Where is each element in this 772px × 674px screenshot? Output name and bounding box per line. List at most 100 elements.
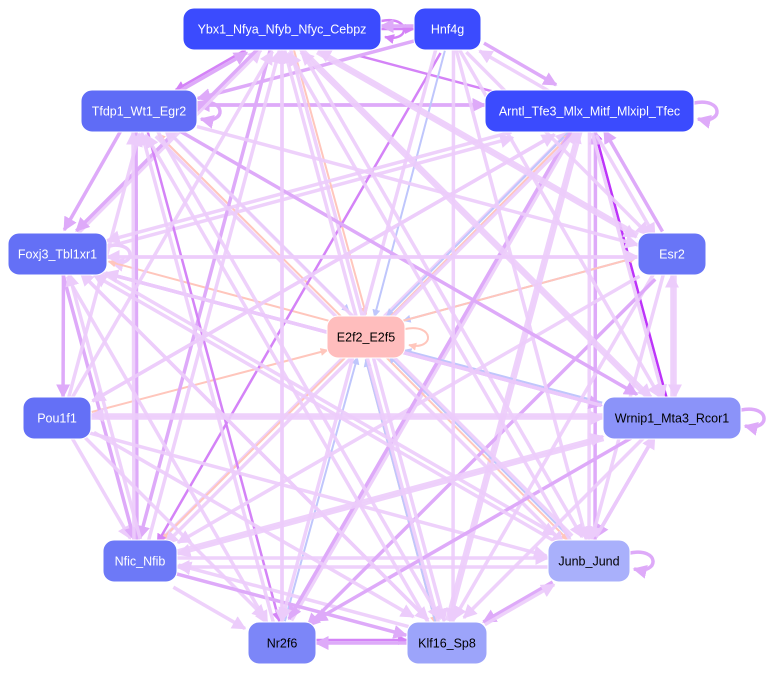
edge-ybx1-to-esr2 (316, 51, 638, 239)
edge-esr2-to-nr2f6 (306, 278, 657, 628)
node-label: Ybx1_Nfya_Nfyb_Nfyc_Cebpz (198, 23, 367, 37)
node-box (637, 232, 707, 276)
edge-klf16-to-junb (483, 583, 556, 627)
edge-klf16-to-tfdp1 (144, 133, 432, 626)
edge-arntl-to-esr2 (594, 134, 657, 238)
edge-hnf4g-to-tfdp1 (196, 39, 416, 103)
edge-junb-to-foxj3 (92, 273, 554, 542)
edge-nfic-to-tfdp1 (126, 130, 141, 541)
node-label: Pou1f1 (37, 412, 77, 426)
edge-arntl-to-wrnip1 (590, 132, 667, 400)
node-klf16[interactable]: Klf16_Sp8 (406, 621, 488, 665)
node-label: Nr2f6 (267, 637, 298, 651)
edge-pou1f1-to-nr2f6 (81, 433, 267, 619)
edge-nr2f6-to-arntl (290, 129, 577, 622)
edge-arntl-to-pou1f1 (91, 133, 556, 403)
node-box (247, 621, 317, 665)
edge-wrnip1-to-ybx1 (299, 50, 651, 401)
edge-tfdp1-to-wrnip1 (176, 127, 639, 396)
node-box (602, 396, 742, 440)
edge-wrnip1-to-arntl (592, 131, 668, 398)
edge-ybx1-to-wrnip1 (301, 48, 653, 399)
edge-esr2-to-ybx1 (317, 48, 639, 236)
node-arntl[interactable]: Arntl_Tfe3_Mlx_Mitf_Mlxipl_Tfec (484, 89, 695, 133)
node-box (102, 539, 178, 583)
edge-hnf4g-to-arntl (483, 41, 558, 87)
edge-tfdp1-to-klf16 (154, 128, 442, 621)
edge-foxj3-to-junb (95, 268, 557, 537)
node-ybx1[interactable]: Ybx1_Nfya_Nfyb_Nfyc_Cebpz (182, 7, 382, 51)
node-box (413, 7, 482, 51)
node-box (182, 7, 382, 51)
edges-layer (56, 18, 766, 650)
edge-tfdp1-to-foxj3 (62, 128, 124, 232)
node-label: Tfdp1_Wt1_Egr2 (92, 105, 187, 119)
edge-junb-to-ybx1 (287, 51, 574, 544)
node-wrnip1[interactable]: Wrnip1_Mta3_Rcor1 (602, 396, 742, 440)
nodes-layer: Ybx1_Nfya_Nfyb_Nfyc_Cebpz Hnf4gTfdp1_Wt1_… (7, 7, 742, 665)
node-label: Klf16_Sp8 (418, 637, 476, 651)
self-loop-arntl (693, 100, 719, 129)
node-box (547, 539, 631, 583)
edge-hnf4g-to-esr2 (465, 50, 651, 237)
edge-nfic-to-klf16 (175, 572, 408, 639)
self-loop-junb (629, 550, 655, 579)
node-box (406, 621, 488, 665)
node-label: Nfic_Nfib (115, 555, 166, 569)
edge-arntl-to-klf16 (446, 130, 583, 623)
node-box (484, 89, 695, 133)
edge-hnf4g-to-junb (454, 48, 590, 541)
edge-e2f2-to-junb (386, 357, 569, 541)
edge-hnf4g-to-nfic (156, 52, 442, 544)
node-box (80, 89, 198, 133)
edge-e2f2-to-nfic (160, 357, 346, 541)
edge-pou1f1-to-klf16 (93, 430, 415, 619)
edge-tfdp1-to-nr2f6 (146, 130, 282, 623)
edge-ybx1-to-nfic (136, 48, 273, 540)
node-label: Wrnip1_Mta3_Rcor1 (615, 412, 729, 426)
edge-junb-to-e2f2 (388, 355, 571, 539)
node-label: Esr2 (659, 248, 685, 262)
self-loop-e2f2 (404, 327, 429, 351)
edge-arntl-to-nr2f6 (287, 128, 574, 621)
node-esr2[interactable]: Esr2 (637, 232, 707, 276)
edge-nfic-to-foxj3 (65, 272, 142, 539)
node-label: E2f2_E2f5 (337, 331, 395, 345)
node-tfdp1[interactable]: Tfdp1_Wt1_Egr2 (80, 89, 198, 133)
edge-esr2-to-arntl (602, 129, 664, 233)
edge-klf16-to-nfic (177, 561, 409, 629)
edge-tfdp1-to-ybx1 (176, 51, 249, 95)
edge-wrnip1-to-klf16 (462, 433, 648, 619)
edge-foxj3-to-arntl (108, 134, 515, 249)
node-label: Arntl_Tfe3_Mlx_Mitf_Mlxipl_Tfec (499, 105, 680, 119)
edge-pou1f1-to-ybx1 (70, 50, 274, 400)
node-nfic[interactable]: Nfic_Nfib (102, 539, 178, 583)
node-box (326, 315, 406, 359)
node-nr2f6[interactable]: Nr2f6 (247, 621, 317, 665)
edge-tfdp1-to-nfic (129, 132, 144, 542)
edge-arntl-to-hnf4g (478, 49, 553, 95)
edge-tfdp1-to-esr2 (196, 124, 640, 249)
node-junb[interactable]: Junb_Jund (547, 539, 631, 583)
node-e2f2[interactable]: E2f2_E2f5 (326, 315, 406, 359)
edge-nr2f6-to-e2f2 (283, 356, 360, 622)
edge-pou1f1-to-nfic (70, 436, 132, 540)
edge-foxj3-to-nfic (61, 274, 138, 542)
edge-pou1f1-to-junb (88, 431, 548, 560)
node-label: Foxj3_Tbl1xr1 (18, 248, 97, 262)
edge-wrnip1-to-nr2f6 (313, 434, 635, 623)
edge-nfic-to-nr2f6 (172, 585, 247, 631)
node-pou1f1[interactable]: Pou1f1 (22, 396, 92, 440)
node-box (7, 232, 108, 276)
edge-e2f2-to-tfdp1 (157, 133, 344, 319)
node-foxj3[interactable]: Foxj3_Tbl1xr1 (7, 232, 108, 276)
edge-klf16-to-arntl (445, 129, 582, 621)
edge-nr2f6-to-tfdp1 (138, 131, 276, 624)
node-hnf4g[interactable]: Hnf4g (413, 7, 482, 51)
node-box (22, 396, 92, 440)
node-label: Junb_Jund (558, 555, 619, 569)
edge-nfic-to-ybx1 (146, 49, 283, 542)
node-label: Hnf4g (431, 23, 464, 37)
edge-klf16-to-foxj3 (79, 271, 430, 622)
